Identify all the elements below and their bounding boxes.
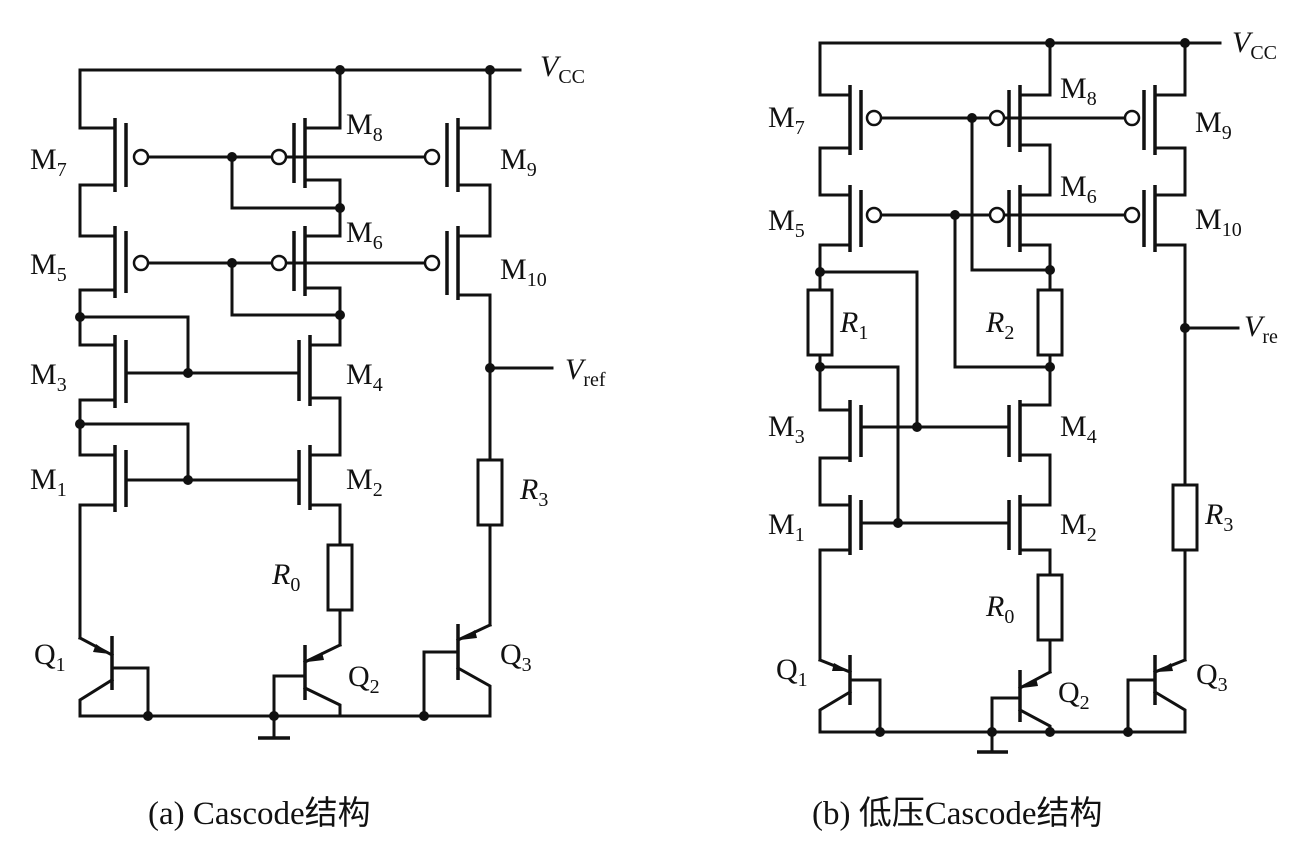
circuit-a-wiring (77, 68, 554, 740)
m8-label-a: M8 (346, 108, 383, 146)
circuit-b-bubbles (865, 109, 1141, 224)
m4-label-b: M4 (1060, 410, 1097, 448)
circuit-b-wiring (806, 41, 1240, 754)
m5-label-b: M5 (768, 204, 805, 242)
resistor-r3-a (476, 458, 504, 527)
resistor-r0-b (1036, 573, 1064, 642)
vref-label-b: Vre (1244, 310, 1278, 348)
resistor-r2-b (1036, 288, 1064, 357)
circuit-a-junctions (75, 65, 495, 721)
m7-label-a: M7 (30, 143, 67, 181)
m1-label-a: M1 (30, 463, 67, 501)
m10-label-b: M10 (1195, 203, 1242, 241)
r1-label-b: R1 (840, 306, 869, 344)
m9-label-a: M9 (500, 143, 537, 181)
circuit-a-bubbles (132, 148, 441, 272)
m6-label-b: M6 (1060, 170, 1097, 208)
m9-label-b: M9 (1195, 106, 1232, 144)
q2-label-b: Q2 (1058, 676, 1090, 714)
m4-label-a: M4 (346, 358, 383, 396)
m3-label-b: M3 (768, 410, 805, 448)
caption-b: (b) 低压Cascode结构 (812, 796, 1103, 832)
resistor-r1-b (806, 288, 834, 357)
vref-label-a: Vref (565, 353, 606, 391)
m7-label-b: M7 (768, 101, 805, 139)
r2-label-b: R2 (986, 306, 1015, 344)
r0-label-a: R0 (272, 558, 301, 596)
r0-label-b: R0 (986, 590, 1015, 628)
q2-label-a: Q2 (348, 660, 380, 698)
r3-label-b: R3 (1205, 498, 1234, 536)
r3-label-a: R3 (520, 473, 549, 511)
m5-label-a: M5 (30, 248, 67, 286)
resistor-r0-a (326, 543, 354, 612)
caption-a: (a) Cascode结构 (148, 796, 371, 832)
m3-label-a: M3 (30, 358, 67, 396)
m10-label-a: M10 (500, 253, 547, 291)
vcc-label-b: VCC (1232, 26, 1278, 64)
m1-label-b: M1 (768, 508, 805, 546)
m6-label-a: M6 (346, 216, 383, 254)
resistor-r3-b (1171, 483, 1199, 552)
q1-label-b: Q1 (776, 653, 808, 691)
q3-label-b: Q3 (1196, 658, 1228, 696)
q3-label-a: Q3 (500, 638, 532, 676)
m2-label-b: M2 (1060, 508, 1097, 546)
vcc-label-a: VCC (540, 50, 586, 88)
m2-label-a: M2 (346, 463, 383, 501)
q1-label-a: Q1 (34, 638, 66, 676)
circuit-b-junctions (815, 38, 1190, 737)
m8-label-b: M8 (1060, 72, 1097, 110)
